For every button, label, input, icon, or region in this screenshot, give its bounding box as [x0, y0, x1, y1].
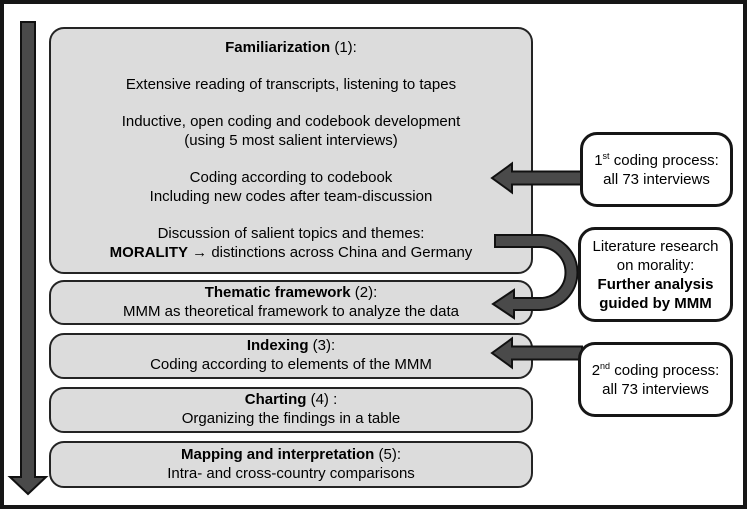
stage-title: Familiarization (1): — [51, 39, 531, 58]
stage-paragraph: Discussion of salient topics and themes:… — [51, 225, 531, 262]
stage-title: Indexing (3): — [51, 337, 531, 356]
stage-box-indexing: Indexing (3): Coding according to elemen… — [49, 333, 533, 379]
stage-paragraph: Coding according to codebook Including n… — [51, 169, 531, 206]
stage-box-mapping-interpretation: Mapping and interpretation (5): Intra- a… — [49, 441, 533, 488]
stage-title: Thematic framework (2): — [51, 284, 531, 303]
callout-box-first-coding: 1st coding process: all 73 interviews — [580, 132, 733, 207]
stage-text-line: Intra- and cross-country comparisons — [167, 464, 415, 482]
first-coding-left-arrow — [490, 161, 583, 195]
callout-text-line: Literature research — [592, 237, 719, 255]
stage-title-number: (3): — [308, 337, 336, 355]
stage-title-bold: Charting — [244, 391, 307, 409]
ordinal-suffix: nd — [600, 360, 611, 371]
stage-title-bold: Indexing — [246, 337, 309, 355]
stage-text-line: Inductive, open coding and codebook deve… — [121, 113, 461, 131]
callout-box-literature-research: Literature research on morality: Further… — [578, 227, 733, 322]
morality-line: MORALITY → distinctions across China and… — [51, 244, 531, 263]
callout-text-line-bold: Further analysis — [597, 275, 714, 293]
stage-box-charting: Charting (4) : Organizing the findings i… — [49, 387, 533, 433]
callout-text-line: all 73 interviews — [602, 380, 709, 398]
stage-text-line: Including new codes after team-discussio… — [149, 188, 433, 206]
stage-title-number: (1): — [330, 38, 357, 56]
ordinal-suffix: st — [602, 150, 610, 161]
stage-box-thematic-framework: Thematic framework (2): MMM as theoretic… — [49, 280, 533, 325]
stage-title-bold: Thematic framework — [204, 283, 351, 301]
stage-text-line: (using 5 most salient interviews) — [184, 131, 398, 149]
stage-box-familiarization: Familiarization (1): Extensive reading o… — [49, 27, 533, 274]
stage-text-line: MMM as theoretical framework to analyze … — [123, 302, 459, 320]
stage-text-line: Discussion of salient topics and themes: — [157, 225, 425, 243]
right-arrow-glyph: → — [192, 244, 208, 262]
callout-text-line: on morality: — [616, 256, 695, 274]
ordinal-number: 1 — [594, 151, 603, 169]
callout-text-line: 1st coding process: — [583, 151, 730, 170]
stage-title: Charting (4) : — [51, 391, 531, 410]
stage-text-line: Coding according to elements of the MMM — [150, 356, 432, 373]
callout-box-second-coding: 2nd coding process: all 73 interviews — [578, 342, 733, 417]
stage-text-line: Coding according to codebook — [189, 169, 393, 187]
stage-title-number: (2): — [350, 283, 378, 301]
morality-keyword: MORALITY — [109, 244, 188, 262]
stage-text-line: Extensive reading of transcripts, listen… — [125, 75, 457, 93]
ordinal-number: 2 — [591, 361, 601, 379]
callout-text: coding process: — [610, 361, 720, 379]
callout-text: coding process: — [609, 151, 719, 169]
stage-title-bold: Familiarization — [225, 38, 331, 56]
stage-text-line: Organizing the findings in a table — [181, 410, 401, 427]
callout-text-line: all 73 interviews — [603, 170, 710, 188]
stage-title: Mapping and interpretation (5): — [51, 446, 531, 465]
callout-text-line-bold: guided by MMM — [599, 294, 712, 312]
stage-title-bold: Mapping and interpretation — [180, 445, 375, 463]
second-coding-left-arrow — [490, 336, 583, 370]
stage-paragraph: Inductive, open coding and codebook deve… — [51, 113, 531, 150]
morality-line-rest: distinctions across China and Germany — [211, 244, 473, 262]
process-timeline-down-arrow — [7, 21, 49, 496]
callout-text-line: 2nd coding process: — [581, 361, 730, 380]
stage-title-number: (5): — [374, 445, 401, 463]
stage-title-number: (4) : — [306, 391, 338, 409]
literature-loop-arrow — [491, 234, 579, 320]
